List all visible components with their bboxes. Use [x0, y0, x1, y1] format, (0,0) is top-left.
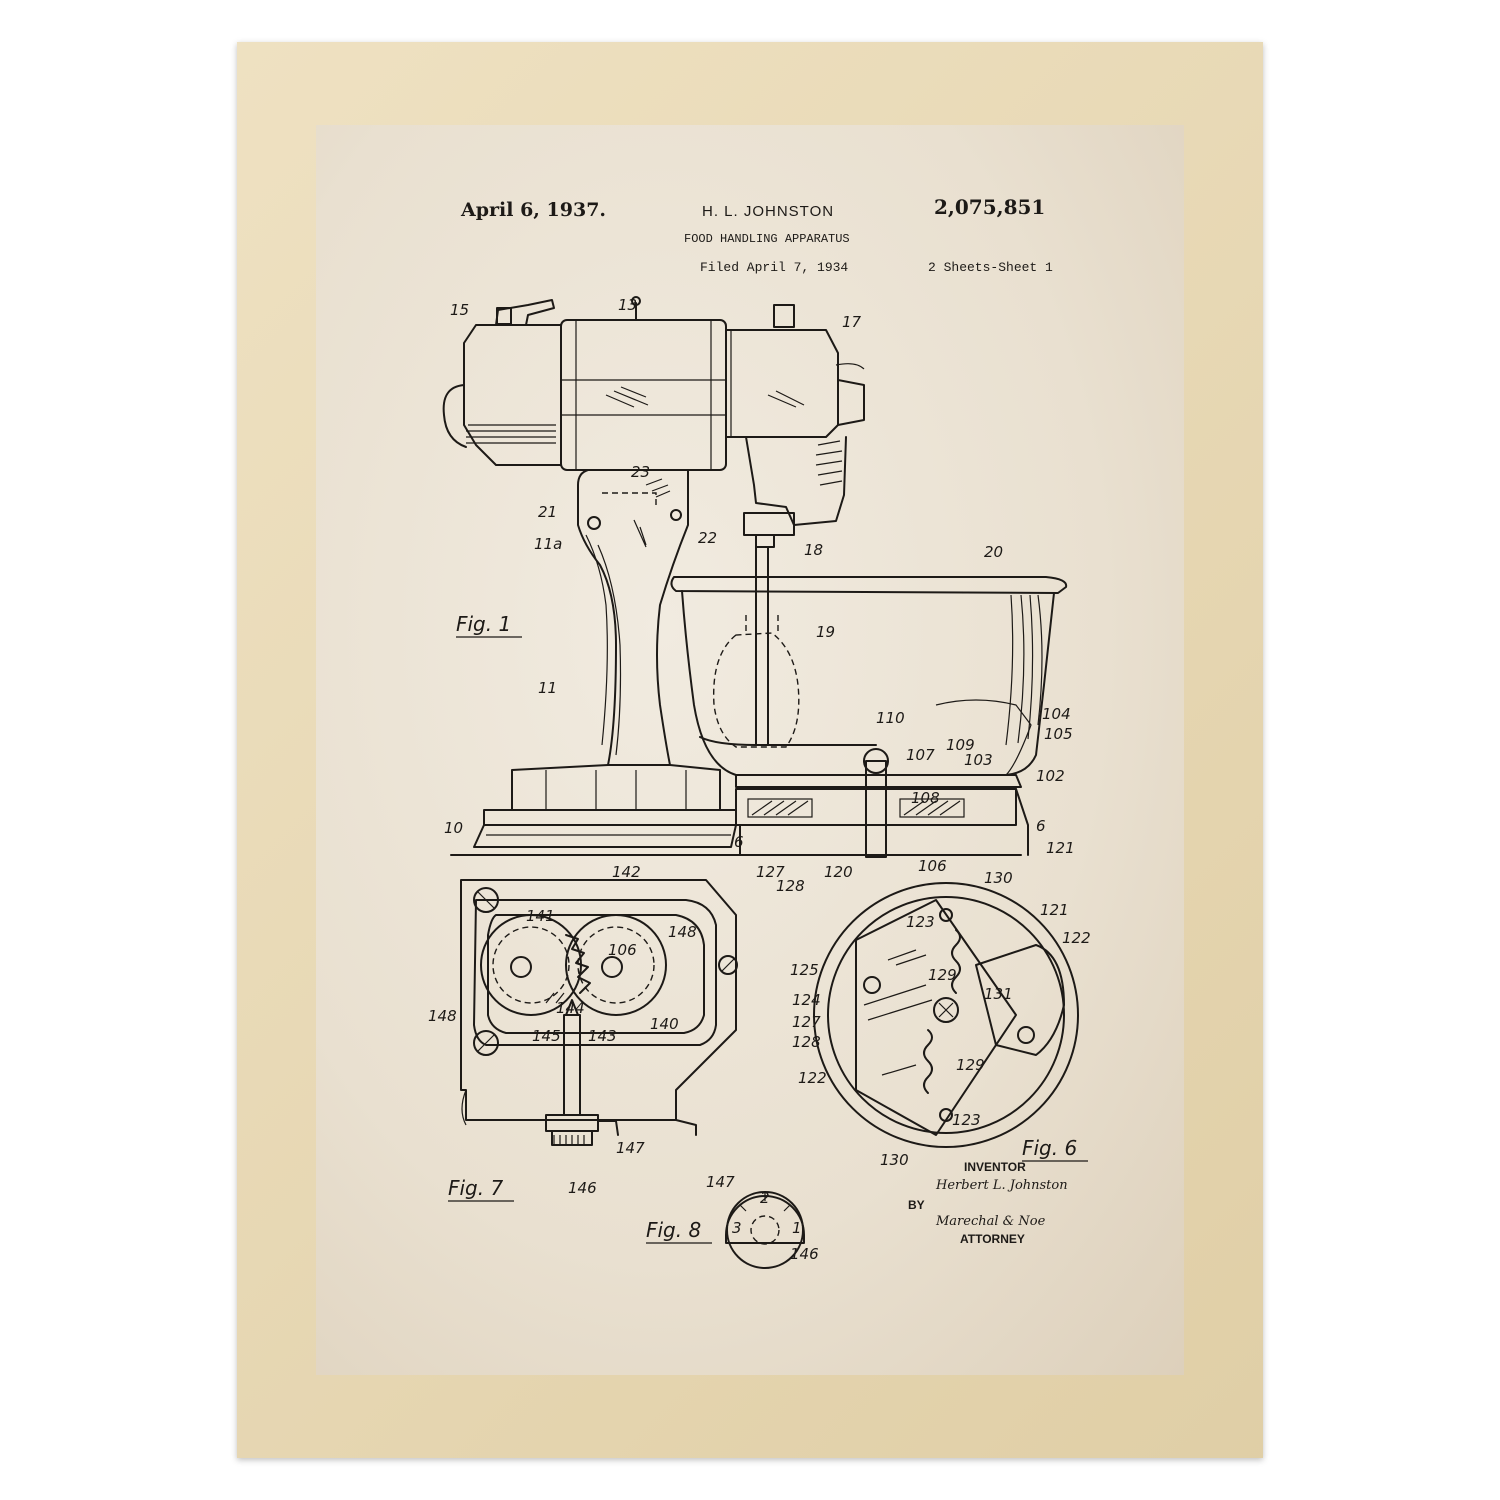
- sheet-count: 2 Sheets-Sheet 1: [928, 260, 1053, 275]
- label-103: 103: [964, 751, 993, 769]
- label-104: 104: [1042, 705, 1071, 723]
- label-123-bottom: 123: [952, 1111, 981, 1129]
- attorney-signature: Marechal & Noe: [935, 1214, 1046, 1229]
- fig7-gear-housing-drawing: [460, 879, 738, 1146]
- label-11a: 11a: [534, 535, 562, 553]
- label-106: 106: [918, 857, 947, 875]
- label-147-fig8: 147: [706, 1173, 735, 1191]
- label-128-fig6: 128: [792, 1033, 821, 1051]
- dial-mark-1: 1: [792, 1219, 802, 1237]
- label-6-left: 6: [734, 833, 744, 851]
- label-106-fig7: 106: [608, 941, 637, 959]
- label-17: 17: [842, 313, 862, 331]
- inventor-signature: Herbert L. Johnston: [935, 1178, 1068, 1193]
- label-21: 21: [538, 503, 557, 521]
- label-109: 109: [946, 736, 975, 754]
- label-144: 144: [556, 999, 585, 1017]
- patent-drawing: 15 13 17 23 21 11a 22 18 20 19 11 110 10…: [428, 296, 1091, 1269]
- label-102: 102: [1036, 767, 1065, 785]
- label-130-bottom: 130: [880, 1151, 909, 1169]
- label-148-left: 148: [428, 1007, 457, 1025]
- label-129-top: 129: [928, 966, 957, 984]
- inventor-caption: INVENTOR: [964, 1160, 1026, 1174]
- fig1-mixer-drawing: [442, 296, 1068, 858]
- label-13: 13: [618, 296, 637, 314]
- label-122-bottom: 122: [798, 1069, 827, 1087]
- by-caption: BY: [908, 1198, 925, 1212]
- label-131: 131: [984, 985, 1013, 1003]
- fig6-caption: Fig. 6: [1022, 1136, 1077, 1160]
- label-129-bottom: 129: [956, 1056, 985, 1074]
- label-110: 110: [876, 709, 905, 727]
- label-19: 19: [816, 623, 835, 641]
- patent-title: FOOD HANDLING APPARATUS: [684, 232, 850, 246]
- label-148-right: 148: [668, 923, 697, 941]
- label-23: 23: [631, 463, 650, 481]
- attorney-caption: ATTORNEY: [960, 1232, 1025, 1246]
- label-105: 105: [1044, 725, 1073, 743]
- signature-block: INVENTOR Herbert L. Johnston BY Marechal…: [908, 1160, 1068, 1246]
- label-147-fig7: 147: [616, 1139, 645, 1157]
- label-141: 141: [526, 907, 555, 925]
- label-108: 108: [911, 789, 940, 807]
- label-120: 120: [824, 863, 853, 881]
- inventor-name: H. L. JOHNSTON: [702, 203, 835, 220]
- label-123-top: 123: [906, 913, 935, 931]
- patent-date: April 6, 1937.: [461, 199, 607, 221]
- dial-mark-2: 2: [760, 1189, 770, 1207]
- fig8-caption: Fig. 8: [646, 1218, 701, 1242]
- label-143: 143: [588, 1027, 617, 1045]
- dial-mark-3: 3: [732, 1219, 742, 1237]
- label-145: 145: [532, 1027, 561, 1045]
- label-124: 124: [792, 991, 821, 1009]
- label-121-fig6: 121: [1040, 901, 1069, 919]
- label-22: 22: [698, 529, 717, 547]
- fig6-base-plan-drawing: [813, 882, 1079, 1148]
- label-142: 142: [612, 863, 641, 881]
- label-122-top: 122: [1062, 929, 1091, 947]
- patent-print: April 6, 1937. H. L. JOHNSTON 2,075,851 …: [316, 125, 1184, 1375]
- label-18: 18: [804, 541, 823, 559]
- fig8-callouts: 147 2 3 1 146 Fig. 8: [646, 1173, 819, 1263]
- patent-number: 2,075,851: [934, 195, 1046, 219]
- label-11: 11: [538, 679, 557, 697]
- fig1-callouts: 15 13 17 23 21 11a 22 18 20 19 11 110 10…: [444, 296, 1075, 895]
- label-6-right: 6: [1036, 817, 1046, 835]
- label-15: 15: [450, 301, 469, 319]
- label-20: 20: [984, 543, 1003, 561]
- label-125: 125: [790, 961, 819, 979]
- fig7-caption: Fig. 7: [448, 1176, 503, 1200]
- label-146-fig7: 146: [568, 1179, 597, 1197]
- fig1-caption: Fig. 1: [456, 612, 511, 636]
- label-140: 140: [650, 1015, 679, 1033]
- label-121: 121: [1046, 839, 1075, 857]
- label-130-top: 130: [984, 869, 1013, 887]
- label-146-fig8: 146: [790, 1245, 819, 1263]
- label-127-fig6: 127: [792, 1013, 821, 1031]
- label-128: 128: [776, 877, 805, 895]
- fig7-callouts: 142 141 106 148 148 144 145 143 140 147 …: [428, 863, 697, 1202]
- filed-date: Filed April 7, 1934: [700, 260, 849, 275]
- fig6-callouts: 130 121 123 122 125 129 124 131 127 128 …: [790, 869, 1091, 1169]
- label-107: 107: [906, 746, 935, 764]
- label-127: 127: [756, 863, 785, 881]
- label-10: 10: [444, 819, 463, 837]
- fig8-dial-drawing: [725, 1191, 805, 1269]
